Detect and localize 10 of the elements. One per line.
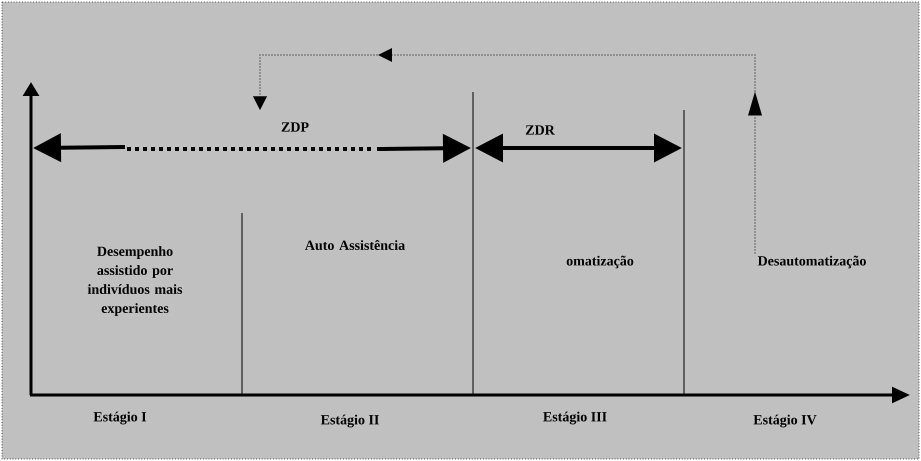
axis-label: Estágio I bbox=[94, 412, 146, 424]
stage-text: ZDP bbox=[282, 122, 309, 132]
stage-text: omatização bbox=[566, 256, 634, 268]
axis-label: Estágio II bbox=[320, 414, 379, 428]
axis-label: ZDR bbox=[526, 125, 555, 135]
axis-label: Estágio III bbox=[543, 412, 607, 424]
stage-text: Auto Assistência bbox=[304, 240, 405, 250]
stage-text: Desautomatização bbox=[758, 256, 866, 268]
axis-label: Estágio IV bbox=[754, 414, 817, 428]
stage-text: Desempenho assistido por indivíduos mais experientes bbox=[88, 246, 182, 316]
